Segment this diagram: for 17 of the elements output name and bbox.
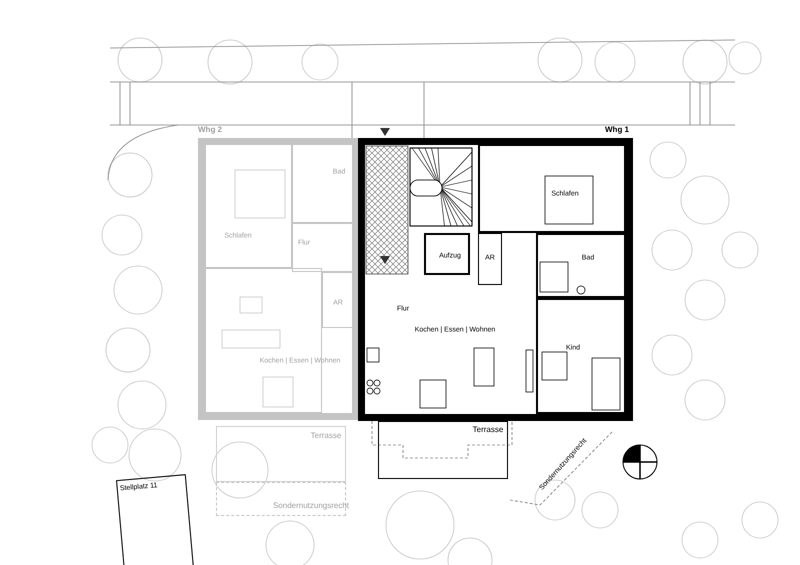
room-outline	[292, 143, 353, 223]
room-outline	[536, 298, 626, 414]
terrace-outline	[378, 421, 508, 479]
apartment-label: Whg 1	[605, 126, 629, 134]
terrace-label: Terrasse	[472, 426, 504, 434]
room-outline	[478, 233, 502, 285]
room-outline	[205, 143, 292, 268]
parking-space-outline	[116, 474, 194, 565]
terrace-label: Terrasse	[310, 432, 342, 440]
room-outline	[424, 233, 470, 275]
room-outline	[536, 233, 626, 298]
room-outline	[478, 144, 626, 233]
usage-area-label: Sondernutzungsrecht	[272, 502, 350, 510]
terrace-outline	[216, 426, 346, 482]
apartment-label: Whg 2	[198, 126, 222, 134]
room-outline	[292, 223, 353, 272]
room-outline	[322, 272, 353, 328]
